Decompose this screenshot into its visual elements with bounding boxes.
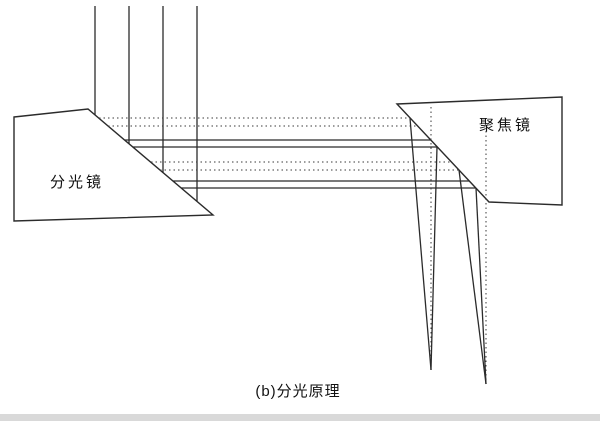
cone-2-right-edge <box>475 187 487 385</box>
cone-1-left-edge <box>409 117 432 371</box>
beam-splitter-label: 分光镜 <box>50 173 104 191</box>
figure-caption: (b)分光原理 <box>255 383 340 400</box>
cone-1-right-edge <box>430 146 438 371</box>
cone-2-left-edge <box>458 169 487 385</box>
split-beams-solid <box>125 139 476 189</box>
beam-splitter-shape <box>13 108 215 222</box>
incident-beams <box>94 6 198 201</box>
focused-cone-1 <box>409 107 438 371</box>
focused-cone-2 <box>458 131 487 385</box>
split-beams-dotted <box>99 117 459 171</box>
page-edge-strip <box>0 414 600 421</box>
focusing-mirror-shape <box>395 96 563 206</box>
focusing-mirror-label: 聚焦镜 <box>479 116 533 134</box>
